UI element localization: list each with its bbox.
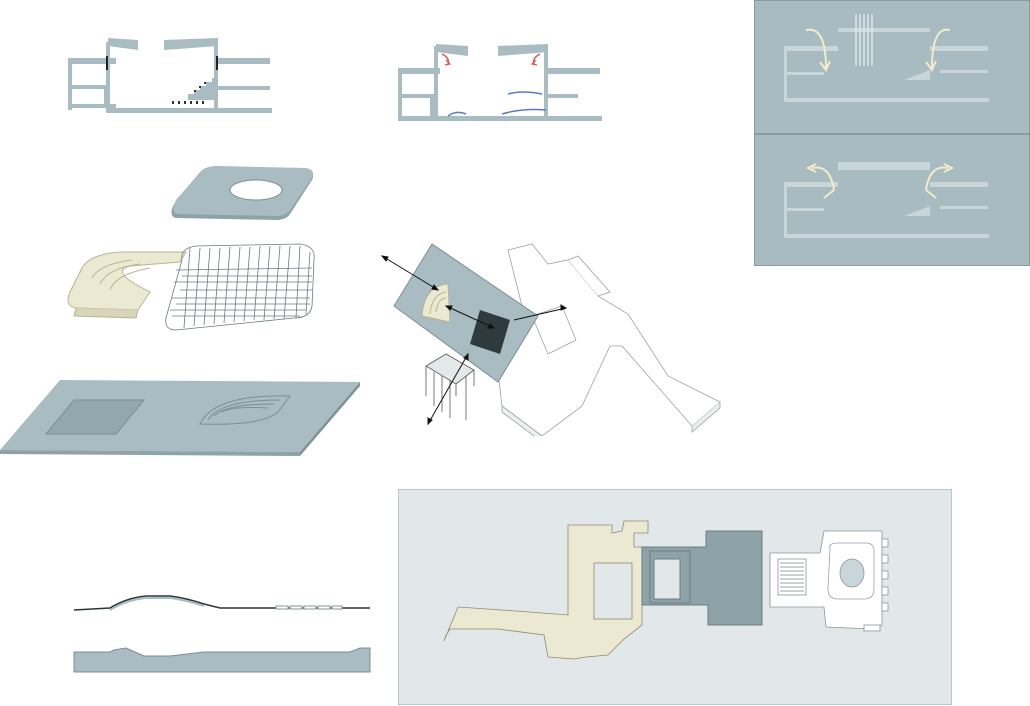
section-drawing-airflow xyxy=(390,36,610,126)
plan-cream-building xyxy=(443,520,649,660)
surface-profile-line xyxy=(73,595,370,611)
plan-plaza xyxy=(641,530,763,626)
roof-slab xyxy=(171,166,314,220)
existing-building xyxy=(497,243,721,436)
lattice-enclosure xyxy=(165,243,315,331)
plan-theater xyxy=(769,530,889,632)
terrain-profiles xyxy=(70,586,375,676)
seating-tiers xyxy=(67,251,187,319)
section-panel-inflow xyxy=(754,0,1030,134)
stage-plate xyxy=(393,243,539,383)
section-profile-solid xyxy=(73,647,371,673)
base-plate xyxy=(0,380,360,456)
site-plan xyxy=(398,489,952,705)
exploded-axonometric xyxy=(0,160,370,460)
porch-pavilion xyxy=(425,353,475,420)
site-axonometric xyxy=(372,236,732,436)
section-panel-outflow xyxy=(754,134,1030,266)
section-drawing-seating xyxy=(60,30,290,120)
